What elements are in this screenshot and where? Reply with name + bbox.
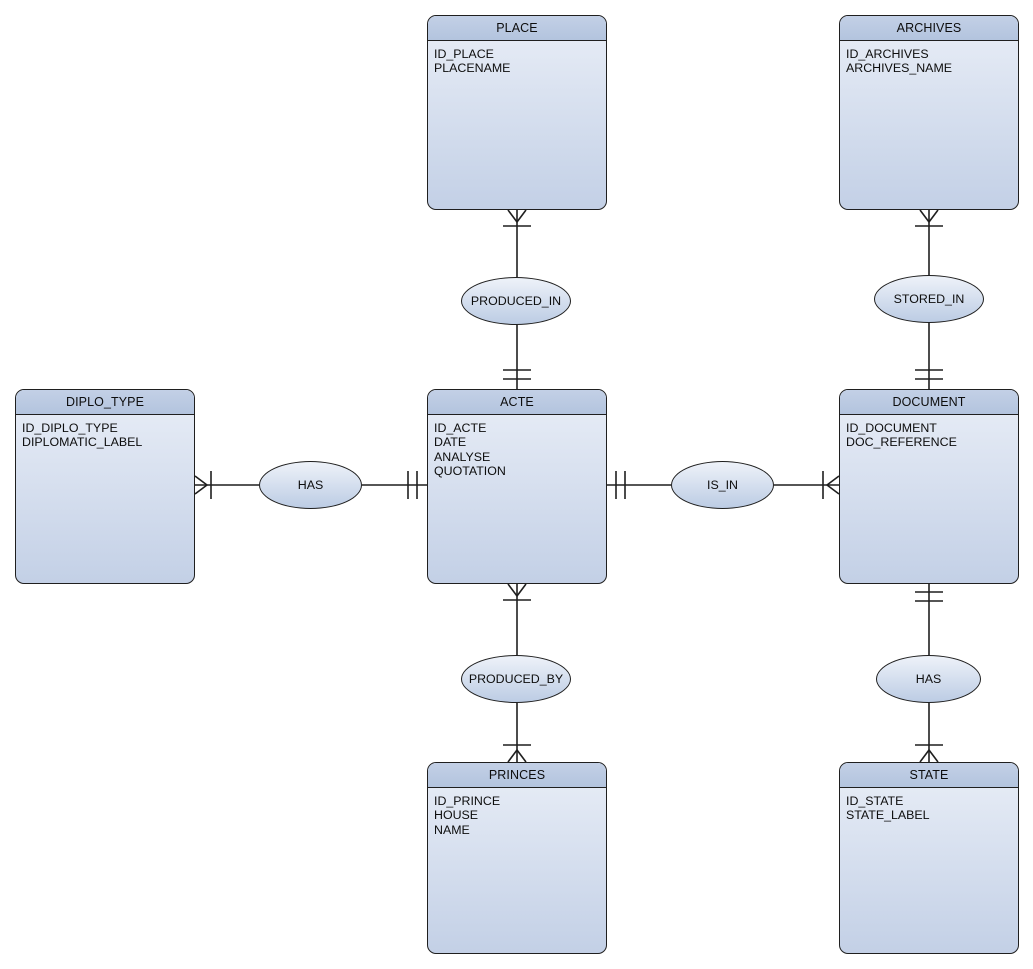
crowfoot-princes bbox=[507, 748, 527, 763]
entity-title: PLACE bbox=[428, 16, 606, 41]
crowfoot-archives bbox=[919, 209, 939, 224]
relationship-has-diplo-type[interactable]: HAS bbox=[259, 461, 362, 509]
attribute: PLACENAME bbox=[434, 61, 511, 76]
crowfoot-document-left bbox=[825, 475, 840, 495]
attribute: NAME bbox=[434, 822, 470, 837]
entity-attributes: ID_ARCHIVES ARCHIVES_NAME bbox=[840, 41, 1018, 76]
entity-diplo-type[interactable]: DIPLO_TYPE ID_DIPLO_TYPE DIPLOMATIC_LABE… bbox=[15, 389, 195, 584]
entity-princes[interactable]: PRINCES ID_PRINCE HOUSE NAME bbox=[427, 762, 607, 954]
crowfoot-diplotype bbox=[194, 475, 209, 495]
relationship-is-in[interactable]: IS_IN bbox=[671, 461, 774, 509]
attribute: DATE bbox=[434, 435, 467, 450]
attribute: DIPLOMATIC_LABEL bbox=[22, 435, 143, 450]
entity-document[interactable]: DOCUMENT ID_DOCUMENT DOC_REFERENCE bbox=[839, 389, 1019, 584]
attribute: ARCHIVES_NAME bbox=[846, 61, 953, 76]
relationship-stored-in[interactable]: STORED_IN bbox=[874, 275, 984, 323]
attribute: ID_PLACE bbox=[434, 47, 494, 61]
entity-archives[interactable]: ARCHIVES ID_ARCHIVES ARCHIVES_NAME bbox=[839, 15, 1019, 210]
entity-attributes: ID_DOCUMENT DOC_REFERENCE bbox=[840, 415, 1018, 450]
entity-title: DOCUMENT bbox=[840, 390, 1018, 415]
crowfoot-state bbox=[919, 748, 939, 763]
attribute: ID_PRINCE bbox=[434, 794, 501, 808]
relationship-has-state[interactable]: HAS bbox=[876, 655, 981, 703]
attribute: ID_ACTE bbox=[434, 421, 487, 435]
crowfoot-acte-bottom bbox=[507, 583, 527, 598]
entity-attributes: ID_DIPLO_TYPE DIPLOMATIC_LABEL bbox=[16, 415, 194, 450]
entity-attributes: ID_PLACE PLACENAME bbox=[428, 41, 606, 76]
attribute: ID_DIPLO_TYPE bbox=[22, 421, 118, 435]
attribute: ID_STATE bbox=[846, 794, 904, 808]
entity-title: ARCHIVES bbox=[840, 16, 1018, 41]
attribute: ID_ARCHIVES bbox=[846, 47, 929, 61]
entity-title: DIPLO_TYPE bbox=[16, 390, 194, 415]
crowfoot-place bbox=[507, 209, 527, 224]
attribute: ID_DOCUMENT bbox=[846, 421, 937, 435]
entity-attributes: ID_PRINCE HOUSE NAME bbox=[428, 788, 606, 837]
entity-title: PRINCES bbox=[428, 763, 606, 788]
entity-attributes: ID_ACTE DATE ANALYSE QUOTATION bbox=[428, 415, 606, 478]
attribute: ANALYSE bbox=[434, 449, 491, 464]
entity-title: STATE bbox=[840, 763, 1018, 788]
relationship-produced-in[interactable]: PRODUCED_IN bbox=[461, 277, 571, 325]
relationship-produced-by[interactable]: PRODUCED_BY bbox=[461, 655, 571, 703]
entity-attributes: ID_STATE STATE_LABEL bbox=[840, 788, 1018, 823]
attribute: STATE_LABEL bbox=[846, 808, 930, 823]
entity-title: ACTE bbox=[428, 390, 606, 415]
entity-acte[interactable]: ACTE ID_ACTE DATE ANALYSE QUOTATION bbox=[427, 389, 607, 584]
entity-state[interactable]: STATE ID_STATE STATE_LABEL bbox=[839, 762, 1019, 954]
entity-place[interactable]: PLACE ID_PLACE PLACENAME bbox=[427, 15, 607, 210]
attribute: DOC_REFERENCE bbox=[846, 435, 957, 450]
attribute: HOUSE bbox=[434, 808, 479, 823]
attribute: QUOTATION bbox=[434, 463, 506, 478]
